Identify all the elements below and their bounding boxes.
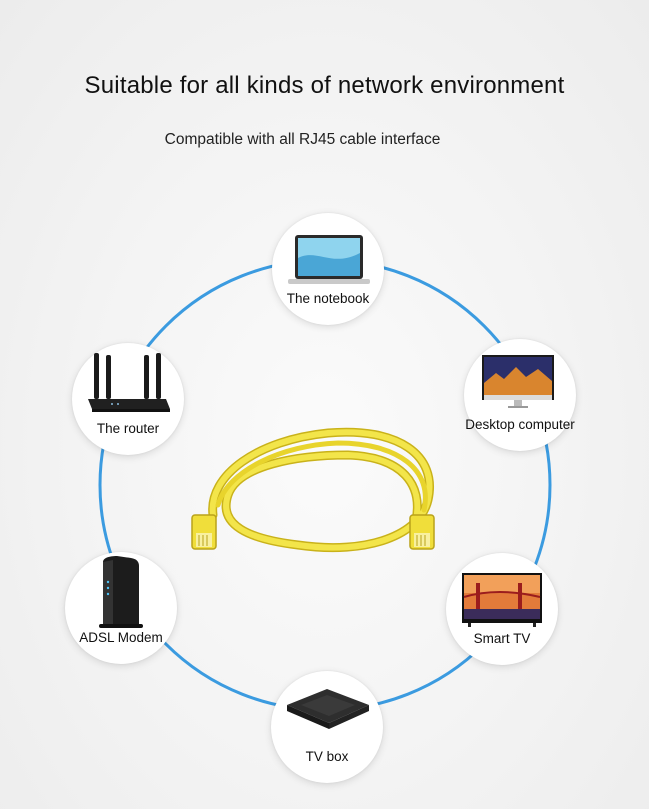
device-adsl-modem: ADSL Modem	[65, 552, 177, 664]
device-label: The notebook	[286, 291, 370, 306]
device-router: The router	[72, 343, 184, 455]
page-title: Suitable for all kinds of network enviro…	[84, 72, 565, 99]
device-label: ADSL Modem	[79, 630, 163, 645]
device-label: TV box	[305, 749, 349, 764]
rj45-plug-right	[409, 514, 435, 550]
device-notebook: The notebook	[272, 213, 384, 325]
modem-icon	[99, 556, 143, 628]
page-subtitle: Compatible with all RJ45 cable interface	[164, 131, 441, 148]
router-icon	[88, 353, 170, 412]
device-tv-box: TV box	[271, 671, 383, 783]
device-label: Desktop computer	[465, 417, 575, 432]
device-label: The router	[96, 421, 160, 436]
rj45-plug-left	[191, 514, 217, 550]
device-smart-tv: Smart TV	[446, 553, 558, 665]
laptop-icon	[288, 235, 370, 284]
device-desktop-computer: Desktop computer	[464, 339, 576, 451]
smart-tv-icon	[462, 573, 542, 627]
ethernet-cable-image	[191, 427, 435, 553]
desktop-monitor-icon	[482, 355, 554, 408]
device-label: Smart TV	[473, 631, 531, 646]
tv-box-icon	[287, 689, 369, 729]
